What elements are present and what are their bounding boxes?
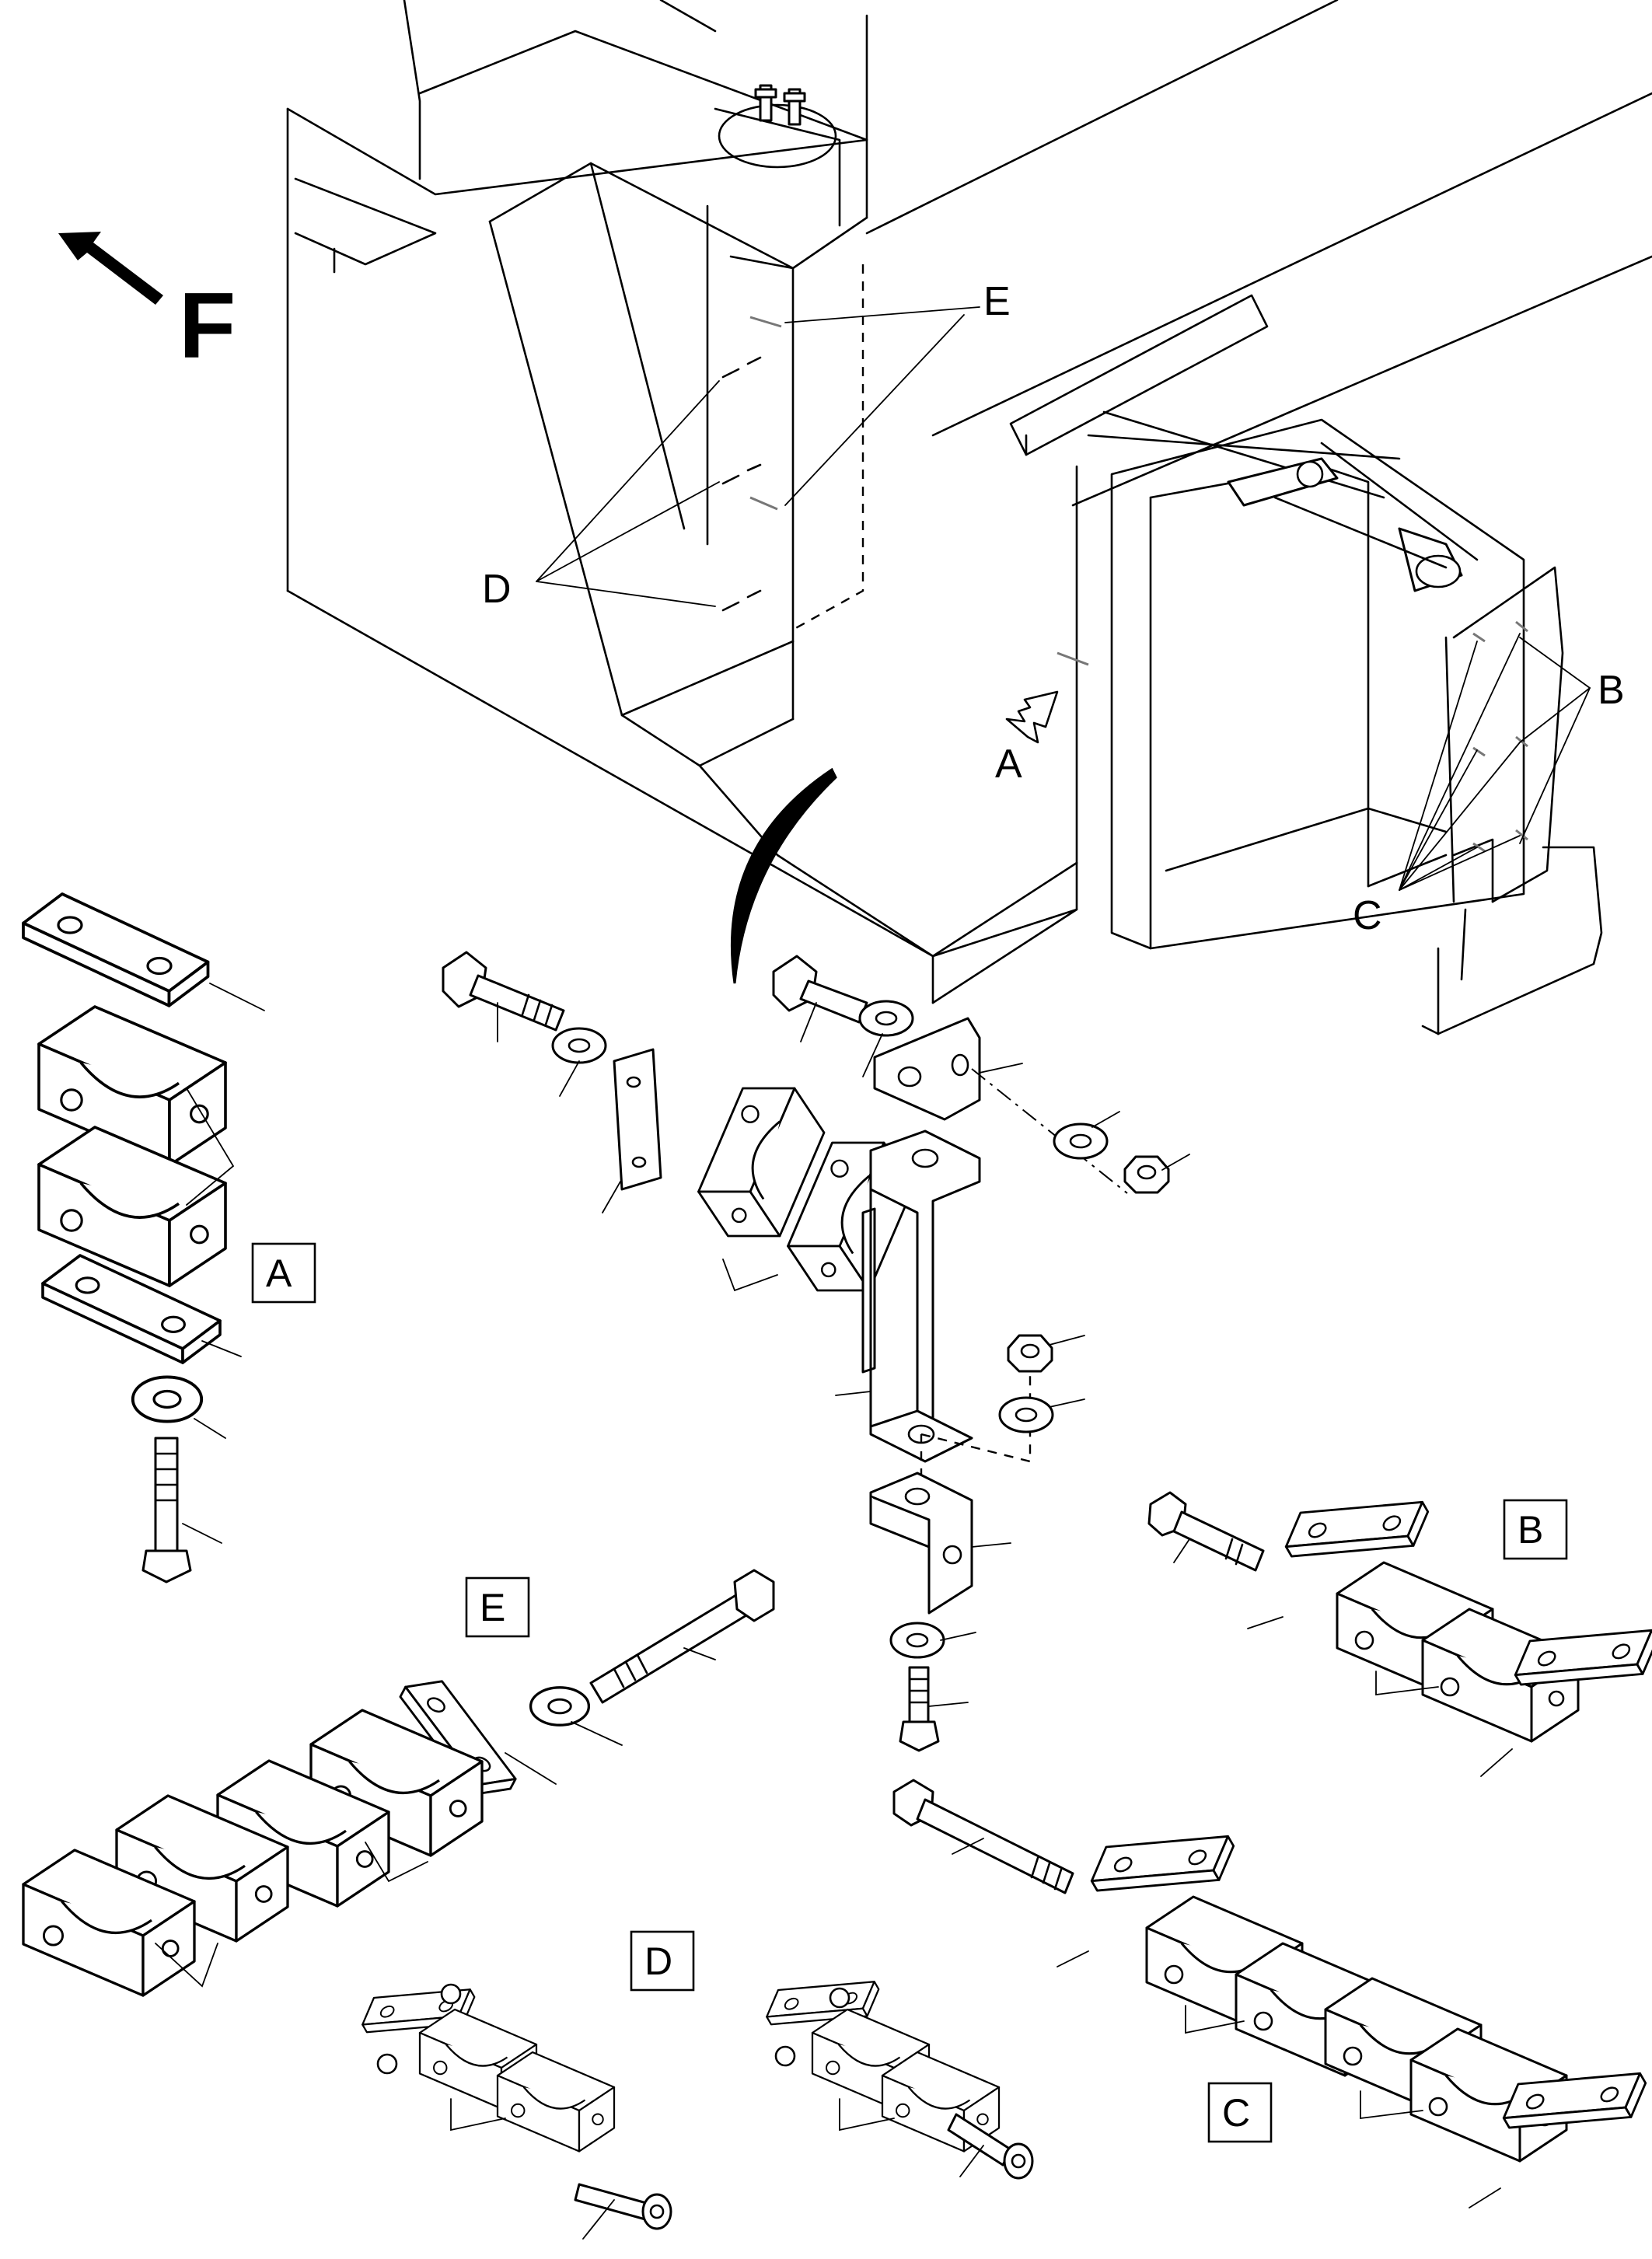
detail-box-a [251, 1242, 316, 1304]
detail-swoosh [730, 767, 837, 984]
detail-box-c [1207, 2082, 1273, 2143]
detail-box-a-label: A [266, 1252, 292, 1295]
callout-d: D [482, 567, 512, 612]
detail-c-bolt [892, 1779, 1074, 1894]
forward-label: F [179, 274, 236, 378]
detail-box-d [630, 1930, 695, 1992]
callout-a: A [995, 742, 1022, 787]
detail-box-b [1503, 1499, 1568, 1560]
callout-e: E [983, 279, 1011, 324]
detail-box-d-label: D [644, 1940, 672, 1983]
detail-a-clamp-stack [22, 892, 265, 1583]
detail-d-clamp-stacks [352, 1945, 1034, 2240]
callout-b: B [1598, 668, 1625, 713]
detail-box-c-label: C [1222, 2091, 1250, 2135]
view-a-arrow-icon [1005, 690, 1059, 744]
detail-b-bolt [1147, 1491, 1265, 1572]
detail-b-clamp-stack [1147, 1456, 1652, 1777]
hydraulic-fittings [1227, 442, 1479, 592]
detail-c-clamp-stack [892, 1779, 1652, 2208]
detail-a-bolt [141, 1437, 192, 1583]
detail-d-screw-right [947, 2113, 1034, 2180]
center-bracket-assembly [442, 951, 1190, 1752]
center-bolt-upper-right [772, 955, 868, 1024]
filler-fittings [754, 84, 806, 126]
detail-e-bolt [589, 1569, 775, 1704]
center-bolt-lower [899, 1666, 940, 1752]
callout-c: C [1353, 893, 1382, 938]
center-bolt-upper [442, 951, 565, 1032]
detail-d-screw-left [574, 2183, 672, 2230]
detail-box-e [465, 1576, 530, 1638]
detail-e-clamp-stack [22, 1569, 775, 1997]
forward-arrow-icon [58, 232, 163, 305]
detail-box-b-label: B [1518, 1508, 1543, 1552]
vehicle-frame [286, 0, 1652, 1035]
detail-box-e-label: E [480, 1586, 505, 1629]
callout-leaders [536, 306, 1591, 891]
